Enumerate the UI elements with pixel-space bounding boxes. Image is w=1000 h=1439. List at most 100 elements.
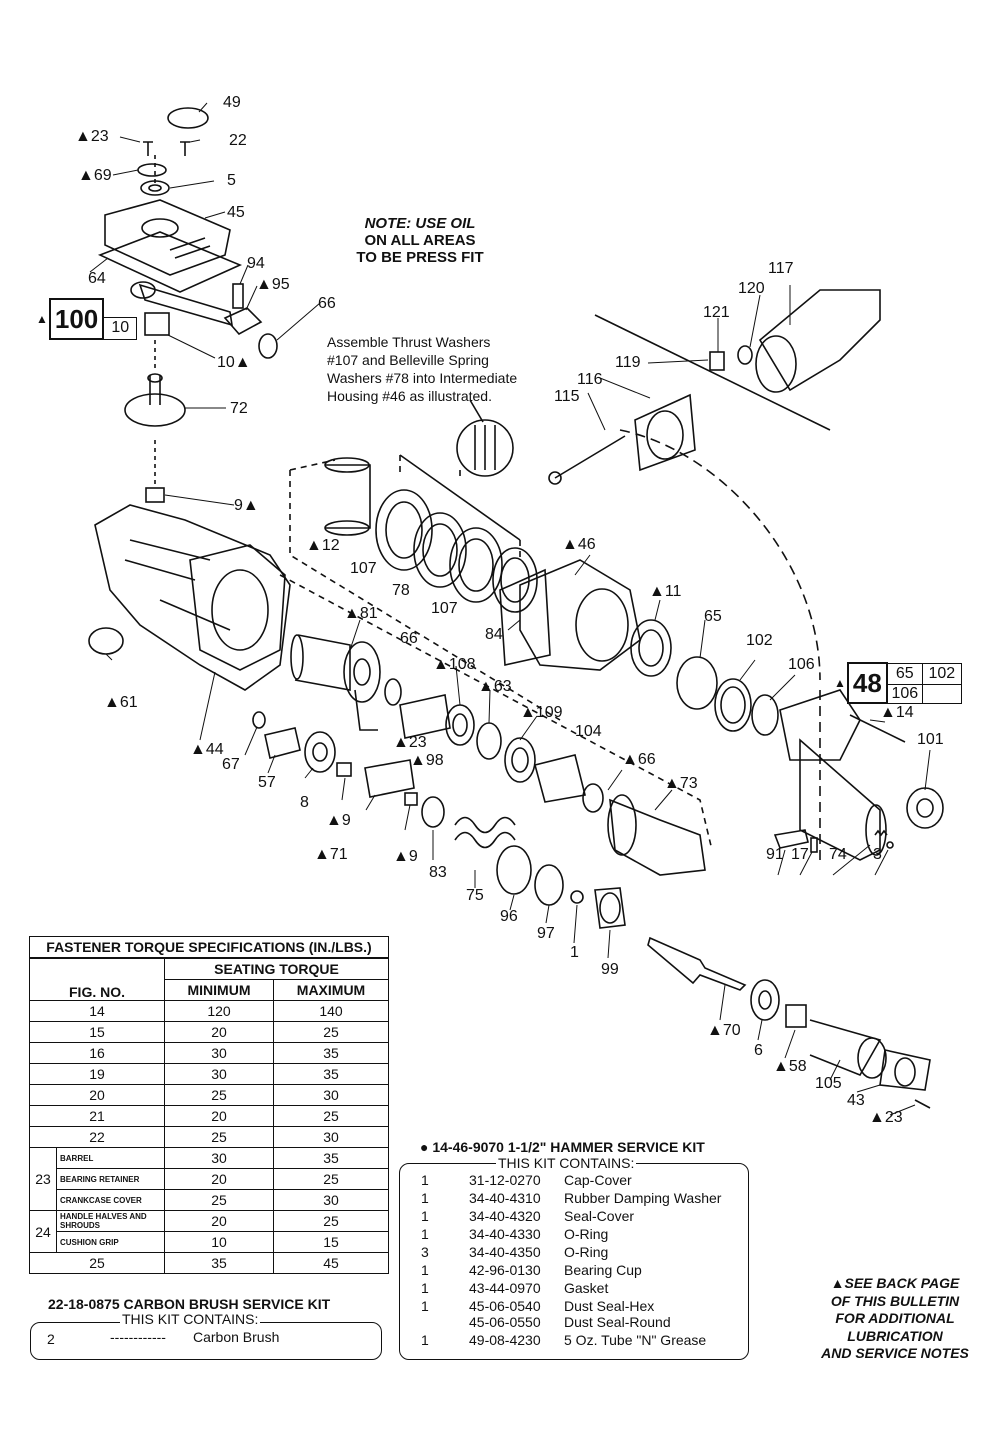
callout-57: 57 xyxy=(258,774,276,791)
kit-description: Bearing Cup xyxy=(564,1262,642,1278)
callout-98: ▲98 xyxy=(410,752,444,769)
callout-121: 121 xyxy=(703,304,730,321)
callout-102: 102 xyxy=(746,632,773,649)
see-back-line: OF THIS BULLETIN xyxy=(830,1292,960,1309)
see-back-line: LUBRICATION xyxy=(847,1327,943,1344)
part-cylinder xyxy=(294,634,351,691)
part-bolt xyxy=(554,435,626,479)
callout-83: 83 xyxy=(429,864,447,881)
part-thrust-washer xyxy=(492,547,538,613)
fig-cell: 25 xyxy=(29,1252,165,1274)
min-cell: 20 xyxy=(164,1168,274,1190)
part-bearing xyxy=(630,619,672,677)
callout-8: 8 xyxy=(300,794,309,811)
max-cell: 25 xyxy=(273,1210,389,1232)
fig-cell: 23 xyxy=(29,1147,57,1211)
part-o-ring xyxy=(88,627,124,655)
assembly-note-line: Housing #46 as illustrated. xyxy=(327,388,492,404)
kit-qty: 1 xyxy=(421,1208,429,1224)
callout-106: 106 xyxy=(788,656,815,673)
callout-95: ▲95 xyxy=(256,276,290,293)
callout-17: 17 xyxy=(791,846,809,863)
part-screw xyxy=(143,141,153,156)
part-thrust-washer xyxy=(375,489,433,571)
kit-description: Cap-Cover xyxy=(564,1172,632,1188)
max-cell: 35 xyxy=(273,1063,389,1085)
part-seal xyxy=(140,180,170,196)
callout-14: ▲14 xyxy=(880,704,914,721)
oil-note-line: NOTE: USE OIL xyxy=(364,215,476,232)
oil-note-line: TO BE PRESS FIT xyxy=(356,249,484,266)
part-pin xyxy=(709,351,725,371)
kit-part-number: 45-06-0550 xyxy=(469,1314,541,1330)
callout-105: 105 xyxy=(815,1075,842,1092)
callout-97: 97 xyxy=(537,925,555,942)
part-washer xyxy=(421,796,445,828)
part-intermediate-housing xyxy=(519,559,641,671)
callout-70: ▲70 xyxy=(707,1022,741,1039)
assembly-note-line: Washers #78 into Intermediate xyxy=(327,370,518,386)
carbon-kit-title: 22-18-0875 CARBON BRUSH SERVICE KIT xyxy=(48,1296,331,1312)
part-clamp xyxy=(634,393,696,472)
kit-qty: 1 xyxy=(421,1190,429,1206)
callout-22: 22 xyxy=(229,132,247,149)
kit-part-number: 49-08-4230 xyxy=(469,1332,541,1348)
part-bearing xyxy=(304,731,336,773)
part-pin xyxy=(773,829,809,849)
part-dust-seal xyxy=(906,787,944,829)
kit-part-number: 43-44-0970 xyxy=(469,1280,541,1296)
carbon-kit-contains: THIS KIT CONTAINS: xyxy=(120,1311,261,1327)
kit-qty: 1 xyxy=(421,1298,429,1314)
kit-qty: 1 xyxy=(421,1332,429,1348)
callout-46: ▲46 xyxy=(562,536,596,553)
callout-65: 65 xyxy=(704,608,722,625)
part-o-ring xyxy=(258,333,278,359)
part-ring xyxy=(751,694,779,736)
kit-part-number: 34-40-4320 xyxy=(469,1208,541,1224)
callout-12: ▲12 xyxy=(306,537,340,554)
callout-117: 117 xyxy=(768,260,794,277)
refbox-marker: ▲ xyxy=(834,676,846,690)
kit-description: O-Ring xyxy=(564,1244,609,1260)
table-row: BEARING RETAINER 20 25 xyxy=(30,1168,389,1190)
kit-qty: 1 xyxy=(421,1172,429,1188)
part-crankcase-cover xyxy=(104,199,231,276)
part-screw xyxy=(849,714,906,743)
refbox-marker: ▲ xyxy=(36,312,48,326)
min-cell: 20 xyxy=(164,1105,274,1127)
part-gasket xyxy=(97,231,243,293)
refbox-sub-number: 65 xyxy=(886,662,923,685)
part-needle-bearing xyxy=(144,312,170,336)
part-o-ring xyxy=(384,678,402,706)
see-back-line: ▲SEE BACK PAGE xyxy=(830,1275,960,1291)
fig-cell: 15 xyxy=(29,1021,165,1043)
callout-81: ▲81 xyxy=(344,605,378,622)
max-cell: 30 xyxy=(273,1084,389,1106)
min-cell: 20 xyxy=(164,1021,274,1043)
part-spindle xyxy=(647,936,747,991)
col-minimum: MINIMUM xyxy=(164,979,274,1001)
assembly-note-line: #107 and Belleville Spring xyxy=(327,352,489,368)
callout-66: 66 xyxy=(400,630,418,647)
kit-qty: 1 xyxy=(421,1226,429,1242)
callout-120: 120 xyxy=(738,280,765,297)
sub-item-cell: BARREL xyxy=(56,1147,165,1169)
part-nut xyxy=(737,345,753,365)
max-cell: 30 xyxy=(273,1189,389,1211)
callout-104: 104 xyxy=(575,723,602,740)
min-cell: 20 xyxy=(164,1210,274,1232)
part-spring xyxy=(874,829,888,837)
kit-part-number: 31-12-0270 xyxy=(469,1172,541,1188)
see-back-line: AND SERVICE NOTES xyxy=(821,1345,969,1361)
callout-9: ▲9 xyxy=(326,812,351,829)
callout-9: ▲9 xyxy=(393,848,418,865)
max-cell: 45 xyxy=(273,1252,389,1274)
part-gear xyxy=(534,864,564,906)
part-barrel xyxy=(609,798,706,876)
col-maximum: MAXIMUM xyxy=(273,979,389,1001)
callout-66: ▲66 xyxy=(622,751,656,768)
